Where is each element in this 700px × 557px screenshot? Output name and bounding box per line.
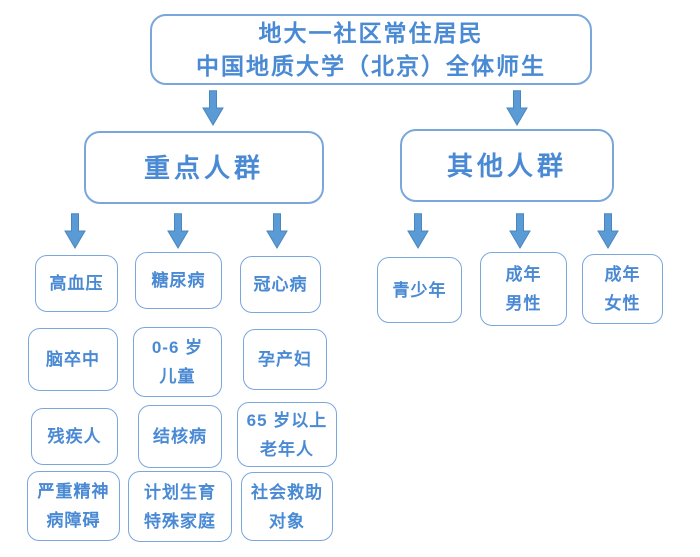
- box-social-assistance-label: 社会救助 对象: [251, 482, 323, 531]
- box-diabetes-label: 糖尿病: [151, 271, 206, 290]
- box-key-population-group: 重点人群: [84, 131, 324, 204]
- box-social-assistance: 社会救助 对象: [241, 472, 333, 541]
- box-stroke: 脑卒中: [28, 328, 118, 391]
- down-arrow-icon: [597, 213, 619, 249]
- box-adult-men-label: 成年 男性: [505, 265, 542, 313]
- box-disabled-label: 残疾人: [47, 427, 102, 446]
- box-other-population-group: 其他人群: [400, 129, 614, 202]
- down-arrow-icon: [202, 90, 224, 126]
- box-stroke-label: 脑卒中: [46, 350, 100, 369]
- box-root-population-label: 地大一社区常住居民 中国地质大学（北京）全体师生: [196, 19, 546, 79]
- down-arrow-icon: [167, 213, 189, 249]
- box-disabled: 残疾人: [31, 408, 118, 465]
- box-adolescents-label: 青少年: [392, 280, 447, 300]
- box-other-population-group-label: 其他人群: [446, 150, 567, 181]
- box-coronary-heart-disease: 冠心病: [240, 256, 321, 313]
- box-coronary-heart-disease-label: 冠心病: [253, 275, 308, 294]
- box-key-population-group-label: 重点人群: [143, 152, 264, 183]
- box-children-0-6-label: 0-6 岁 儿童: [151, 338, 204, 386]
- down-arrow-icon: [509, 213, 531, 249]
- box-pregnant-women: 孕产妇: [243, 329, 327, 390]
- down-arrow-icon: [407, 213, 429, 249]
- down-arrow-icon: [266, 213, 288, 249]
- box-children-0-6: 0-6 岁 儿童: [133, 327, 222, 397]
- box-diabetes: 糖尿病: [135, 252, 222, 309]
- box-elderly-65-plus-label: 65 岁以上 老年人: [246, 410, 328, 459]
- box-pregnant-women-label: 孕产妇: [258, 350, 312, 369]
- box-elderly-65-plus: 65 岁以上 老年人: [237, 402, 337, 467]
- box-root-population: 地大一社区常住居民 中国地质大学（北京）全体师生: [150, 14, 592, 85]
- box-special-family-planning-label: 计划生育 特殊家庭: [144, 482, 216, 531]
- box-tuberculosis-label: 结核病: [153, 427, 207, 446]
- box-tuberculosis: 结核病: [138, 405, 222, 468]
- box-severe-mental-disorder: 严重精神 病障碍: [27, 471, 120, 541]
- box-hypertension: 高血压: [35, 255, 118, 312]
- box-adolescents: 青少年: [377, 257, 462, 323]
- box-adult-women: 成年 女性: [582, 254, 663, 324]
- down-arrow-icon: [506, 90, 528, 126]
- box-hypertension-label: 高血压: [49, 274, 104, 293]
- box-special-family-planning: 计划生育 特殊家庭: [128, 471, 232, 542]
- down-arrow-icon: [64, 213, 86, 249]
- box-adult-women-label: 成年 女性: [604, 265, 641, 313]
- box-adult-men: 成年 男性: [480, 252, 567, 326]
- box-severe-mental-disorder-label: 严重精神 病障碍: [37, 482, 110, 530]
